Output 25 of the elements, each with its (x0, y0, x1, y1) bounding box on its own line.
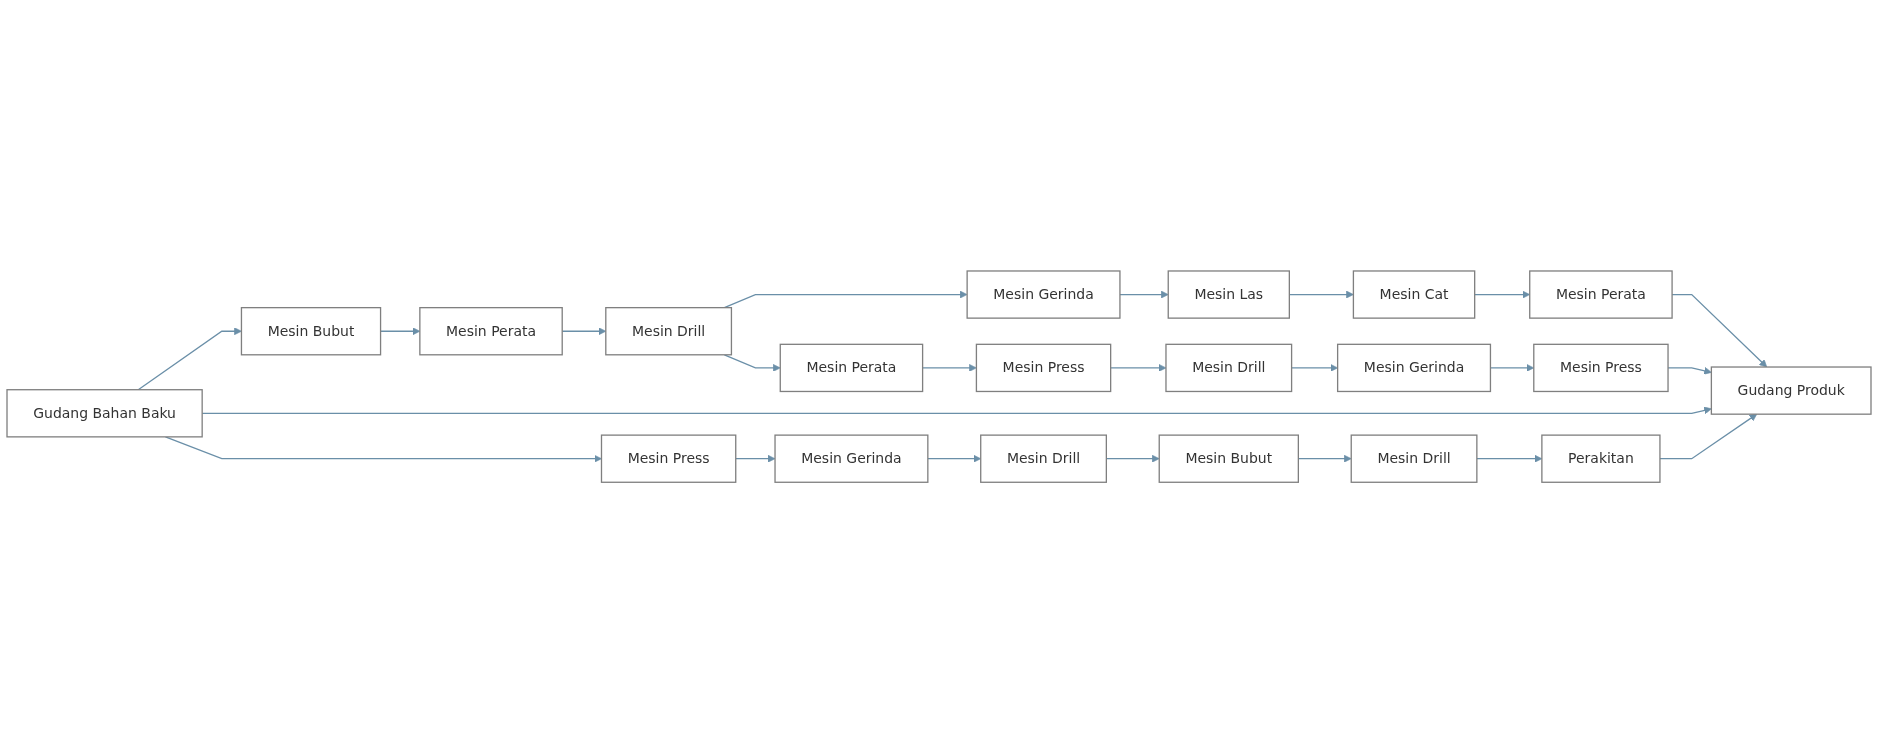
node-box: Mesin Drill (1165, 343, 1293, 392)
arrow (137, 327, 242, 391)
node-box: Mesin Bubut (1158, 434, 1299, 483)
arrow (1119, 290, 1169, 299)
node-box: Mesin Perata (779, 343, 924, 392)
node-box: Mesin Drill (980, 434, 1107, 483)
node-box: Mesin Las (1167, 270, 1290, 319)
node-box: Gudang Bahan Baku (6, 388, 203, 438)
node-box: Mesin Gerinda (1336, 343, 1492, 392)
node-box: Mesin Cat (1352, 270, 1476, 319)
node-box: Mesin Gerinda (774, 434, 929, 483)
node-box: Mesin Perata (1529, 270, 1673, 319)
arrow (1659, 413, 1758, 460)
node-box: Mesin Bubut (240, 306, 382, 356)
node-box: Mesin Gerinda (966, 270, 1121, 319)
node-box: Mesin Press (600, 434, 737, 483)
node-box: Mesin Press (1533, 343, 1669, 392)
node-box: Mesin Press (975, 343, 1112, 392)
arrow (723, 354, 781, 372)
node-box: Mesin Perata (419, 306, 563, 356)
node-box: Mesin Drill (605, 306, 733, 356)
node-box: Perakitan (1541, 434, 1661, 483)
node-box: Gudang Produk (1710, 366, 1872, 415)
node-box: Mesin Drill (1350, 434, 1478, 483)
arrow (735, 454, 776, 463)
